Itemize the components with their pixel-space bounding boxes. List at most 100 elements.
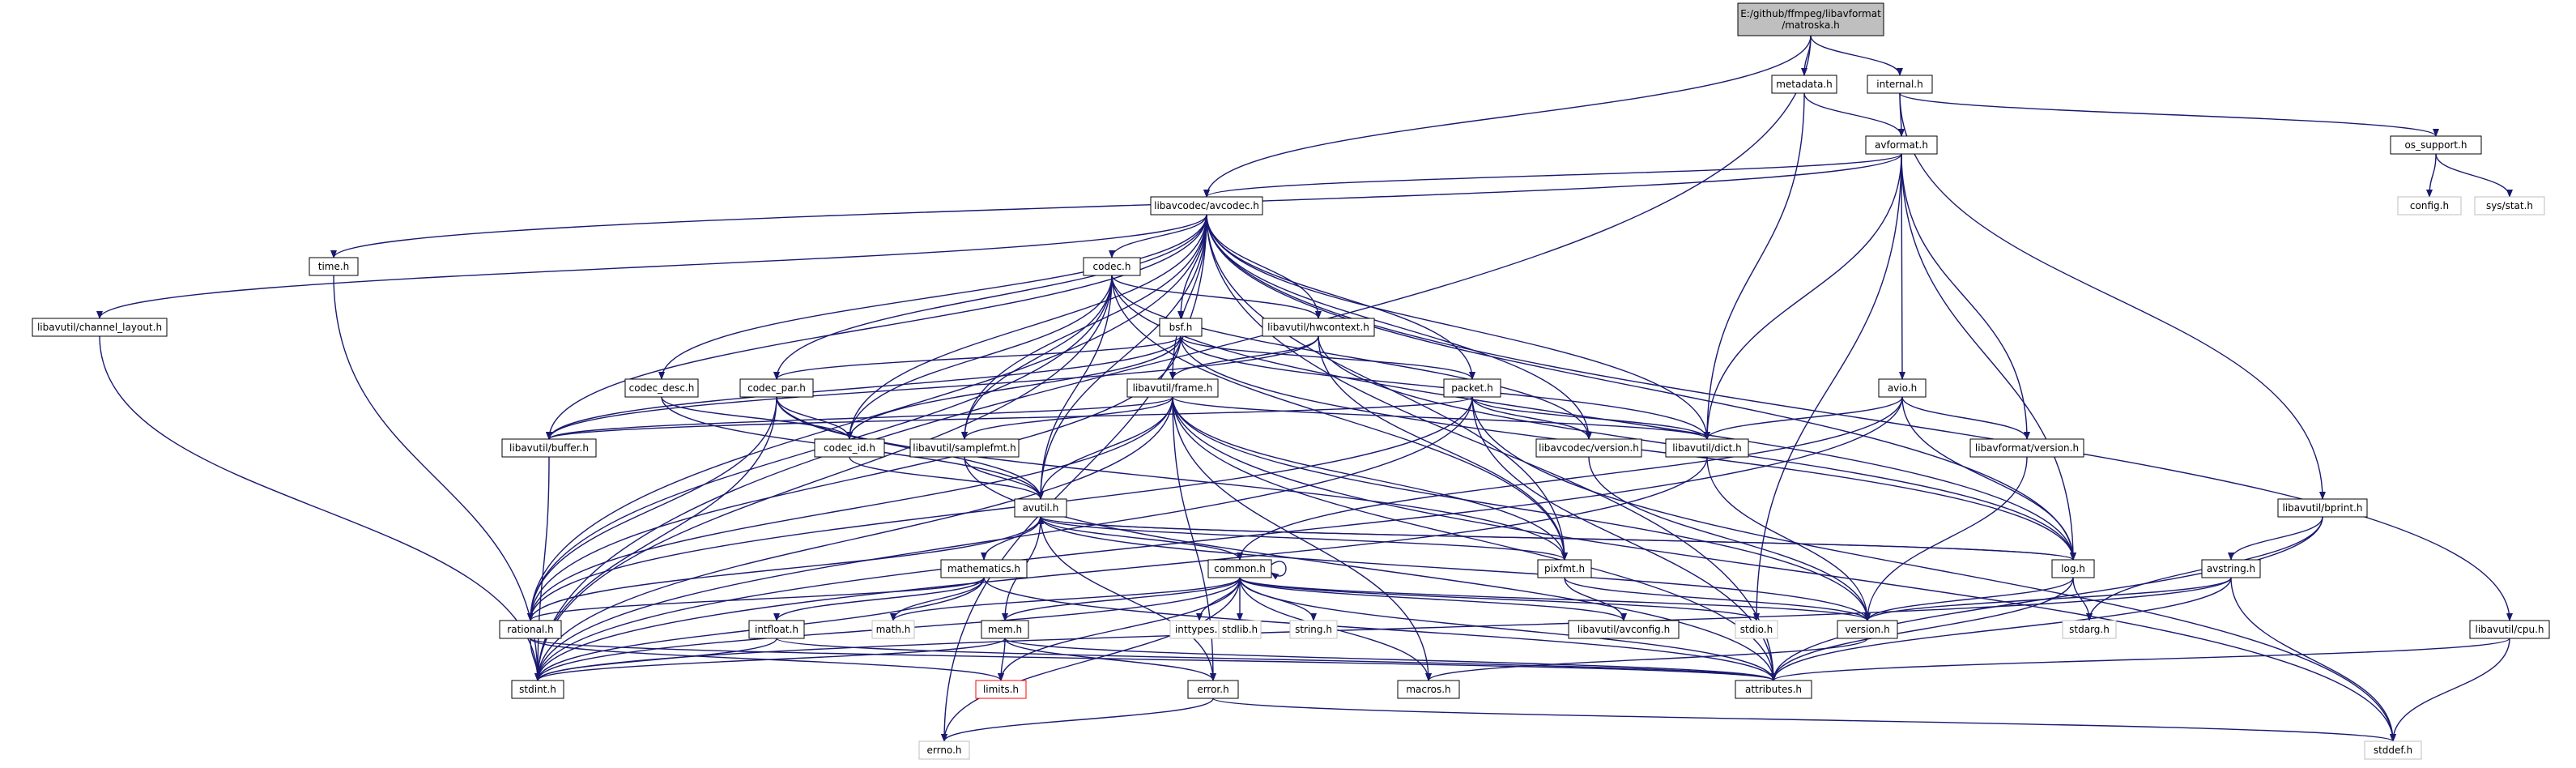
node-avconfig[interactable]: libavutil/avconfig.h — [1568, 620, 1680, 639]
node-packet[interactable]: packet.h — [1443, 378, 1501, 398]
node-dict[interactable]: libavutil/dict.h — [1665, 438, 1749, 458]
node-label: mathematics.h — [947, 563, 1020, 574]
edge-os_support-to-config — [2426, 153, 2437, 198]
node-internal[interactable]: internal.h — [1867, 75, 1933, 94]
edge-error-to-stddef — [1212, 698, 2396, 742]
node-avcodec[interactable]: libavcodec/avcodec.h — [1150, 196, 1263, 215]
node-avc_version[interactable]: libavcodec/version.h — [1535, 438, 1642, 458]
edge-common-to-common — [1271, 561, 1287, 580]
edge-packet-to-stddef — [1471, 396, 2396, 742]
node-codec[interactable]: codec.h — [1083, 257, 1141, 276]
edge-samplefmt-to-attributes — [964, 456, 1777, 681]
node-box — [1207, 559, 1272, 578]
node-box — [1771, 75, 1837, 94]
node-time[interactable]: time.h — [309, 257, 359, 276]
node-stdio[interactable]: stdio.h — [1735, 620, 1778, 639]
node-sysstat[interactable]: sys/stat.h — [2474, 196, 2545, 215]
node-bprint[interactable]: libavutil/bprint.h — [2277, 498, 2368, 518]
node-macros[interactable]: macros.h — [1397, 680, 1460, 699]
node-codec_par[interactable]: codec_par.h — [739, 378, 814, 398]
node-cpu[interactable]: libavutil/cpu.h — [2469, 620, 2550, 639]
node-limits[interactable]: limits.h — [975, 680, 1027, 699]
edge-error-to-errno — [941, 698, 1214, 742]
node-stddef[interactable]: stddef.h — [2364, 740, 2422, 760]
node-box — [2397, 196, 2462, 215]
node-stdint[interactable]: stdint.h — [511, 680, 564, 699]
node-codec_desc[interactable]: codec_desc.h — [624, 378, 699, 398]
node-config[interactable]: config.h — [2397, 196, 2462, 215]
node-label: codec.h — [1093, 261, 1131, 272]
node-box — [1867, 75, 1933, 94]
node-samplefmt[interactable]: libavutil/samplefmt.h — [909, 438, 1020, 458]
edge-avutil-to-version — [1040, 516, 1871, 621]
node-stdlib[interactable]: stdlib.h — [1218, 620, 1262, 639]
edge-avcodec-to-codec_par — [773, 214, 1207, 380]
edge-hwcontext-to-frame — [1169, 335, 1319, 380]
node-mathh[interactable]: math.h — [871, 620, 915, 639]
edge-dict-to-version — [1706, 456, 1871, 621]
node-attributes[interactable]: attributes.h — [1735, 680, 1812, 699]
node-label: string.h — [1295, 624, 1332, 635]
edge-metadata-to-dict — [1704, 92, 1805, 440]
edge-codec_desc-to-codec_id — [661, 396, 853, 440]
node-stdarg[interactable]: stdarg.h — [2062, 620, 2117, 639]
node-avformat[interactable]: avformat.h — [1865, 135, 1938, 155]
node-mathematics[interactable]: mathematics.h — [940, 559, 1028, 578]
node-box — [814, 438, 885, 458]
header-nodes: E:/github/ffmpeg/libavformat/matroska.hm… — [32, 2, 2550, 760]
node-box — [2469, 620, 2550, 639]
edge-avformat-to-dict — [1704, 153, 1902, 440]
node-label: libavutil/buffer.h — [509, 442, 589, 454]
node-channel_layout[interactable]: libavutil/channel_layout.h — [32, 318, 168, 337]
node-log[interactable]: log.h — [2051, 559, 2095, 578]
node-metadata[interactable]: metadata.h — [1771, 75, 1837, 94]
node-box — [1443, 378, 1501, 398]
node-string[interactable]: string.h — [1289, 620, 1338, 639]
node-version[interactable]: version.h — [1837, 620, 1898, 639]
node-codec_id[interactable]: codec_id.h — [814, 438, 885, 458]
node-label: avutil.h — [1023, 502, 1059, 514]
edge-avformat-to-avf_version — [1901, 153, 2030, 440]
node-box — [871, 620, 915, 639]
edge-codec-to-samplefmt — [961, 275, 1113, 440]
node-box — [1665, 438, 1749, 458]
node-mem[interactable]: mem.h — [981, 620, 1029, 639]
edge-bsf-to-buffer — [546, 335, 1182, 440]
edge-intfloat-to-attributes — [776, 638, 1777, 681]
node-box — [1878, 378, 1927, 398]
node-label: macros.h — [1406, 684, 1450, 695]
node-box — [2201, 559, 2261, 578]
edge-frame-to-stddef — [1172, 396, 2396, 742]
node-error[interactable]: error.h — [1187, 680, 1239, 699]
edge-bsf-to-codec_id — [846, 335, 1182, 440]
node-box — [1187, 680, 1239, 699]
edge-codec_par-to-pixfmt — [776, 396, 1568, 561]
edge-mathematics-to-mathh — [890, 577, 985, 621]
node-label: stdint.h — [519, 684, 556, 695]
edge-frame-to-dict — [1172, 396, 1710, 440]
node-frame[interactable]: libavutil/frame.h — [1126, 378, 1219, 398]
node-common[interactable]: common.h — [1207, 559, 1272, 578]
node-pixfmt[interactable]: pixfmt.h — [1537, 559, 1592, 578]
edge-frame-to-buffer — [546, 396, 1173, 440]
node-avf_version[interactable]: libavformat/version.h — [1969, 438, 2084, 458]
edge-avstring-to-version — [1864, 577, 2232, 621]
node-buffer[interactable]: libavutil/buffer.h — [501, 438, 597, 458]
node-box — [1262, 318, 1375, 337]
node-avutil[interactable]: avutil.h — [1014, 498, 1067, 518]
node-label: libavutil/bprint.h — [2283, 502, 2363, 514]
node-hwcontext[interactable]: libavutil/hwcontext.h — [1262, 318, 1375, 337]
node-avstring[interactable]: avstring.h — [2201, 559, 2261, 578]
node-rational[interactable]: rational.h — [499, 620, 562, 639]
node-intfloat[interactable]: intfloat.h — [748, 620, 805, 639]
node-avio[interactable]: avio.h — [1878, 378, 1927, 398]
edge-avcodec-to-cpu — [1206, 214, 2513, 621]
node-os_support[interactable]: os_support.h — [2390, 135, 2482, 155]
node-bsf[interactable]: bsf.h — [1159, 318, 1203, 337]
node-label: time.h — [318, 261, 350, 272]
edge-frame-to-rational — [527, 396, 1173, 621]
node-errno[interactable]: errno.h — [918, 740, 970, 760]
node-box — [2474, 196, 2545, 215]
node-inttypes[interactable]: inttypes.h — [1169, 620, 1229, 639]
node-label: stdio.h — [1740, 624, 1773, 635]
